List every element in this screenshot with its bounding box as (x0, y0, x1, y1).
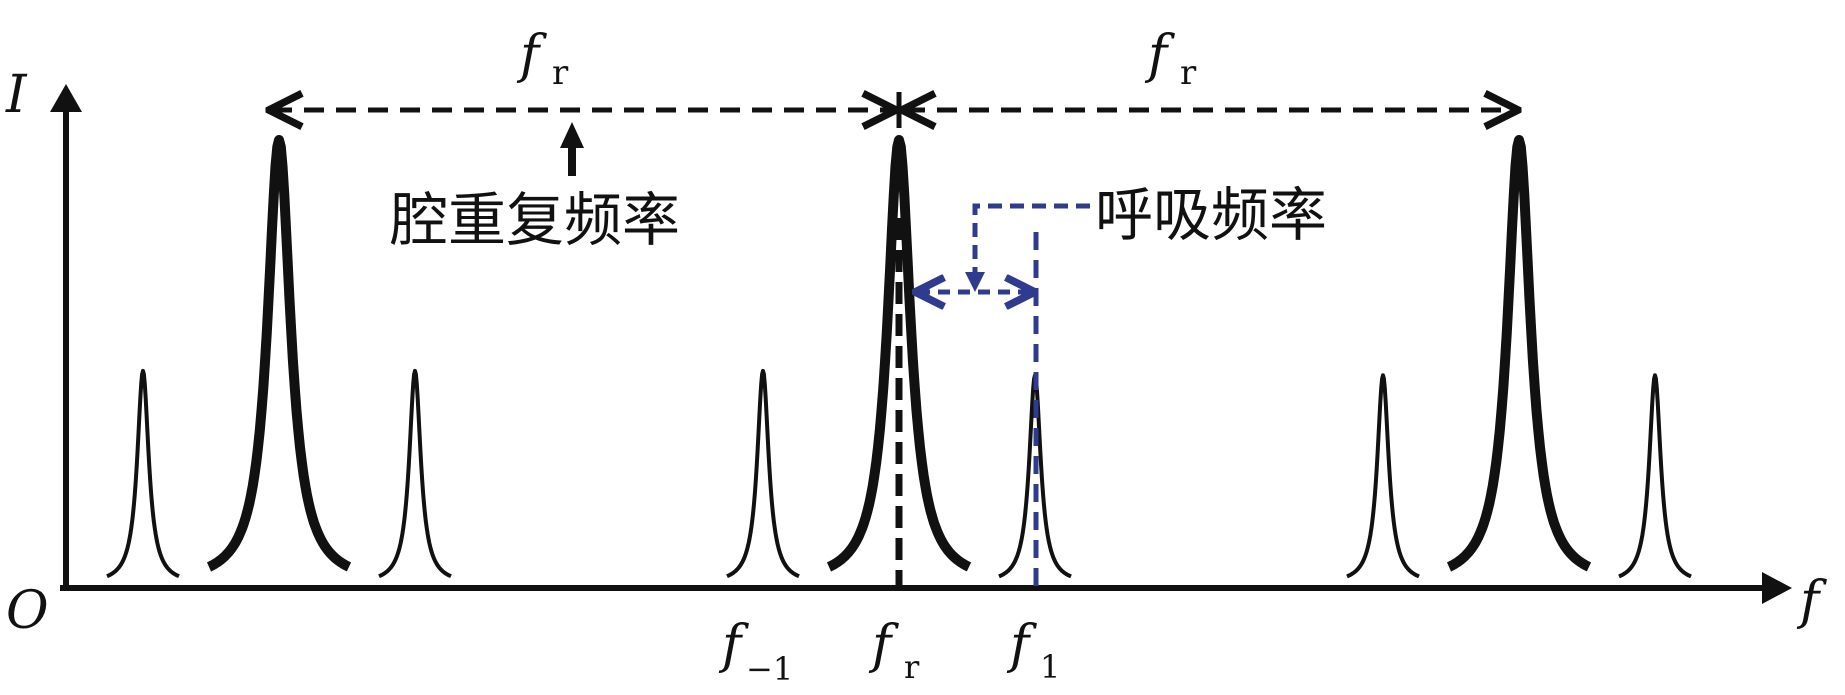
sideband-peak-left-2 (1345, 373, 1421, 579)
repetition-span-arrows: f r f r (272, 25, 1515, 128)
cavity-repetition-annotation: 腔重复频率 (390, 122, 680, 254)
main-peak-0 (205, 135, 353, 572)
tick-f-1-sub: 1 (1040, 648, 1060, 686)
axes: I f O (5, 65, 1827, 641)
y-axis-symbol: I (5, 65, 28, 125)
breathing-frequency-label: 呼吸频率 (1095, 181, 1327, 249)
right-span-label-base: f (1144, 25, 1175, 85)
origin-label: O (6, 581, 49, 641)
sideband-peak-left-1 (725, 368, 801, 579)
tick-f-1-base: f (1006, 615, 1037, 675)
peaks (105, 135, 1693, 579)
tick-labels: f −1 f r f 1 (718, 615, 1060, 688)
breathing-leader-arrowhead (965, 272, 985, 292)
x-axis-arrowhead (1762, 572, 1792, 604)
right-span-label-sub: r (1180, 53, 1197, 93)
sideband-peak-right-0 (377, 368, 453, 579)
tick-f-r-sub: r (904, 648, 920, 686)
breathing-annotation: 呼吸频率 (918, 181, 1327, 588)
cavity-pointer-arrowhead (560, 122, 584, 148)
tick-f-r-base: f (868, 615, 899, 675)
cavity-repetition-label: 腔重复频率 (390, 186, 680, 254)
main-peak-2 (1445, 135, 1593, 572)
x-axis-symbol: f (1796, 571, 1827, 631)
tick-f-minus-1-sub: −1 (746, 650, 793, 688)
breathing-leader (972, 203, 1090, 278)
sideband-peak-left-0 (105, 368, 181, 579)
main-peak-1 (825, 135, 973, 572)
left-span-label-base: f (516, 25, 547, 85)
sideband-peak-right-2 (1617, 373, 1693, 579)
tick-f-minus-1-base: f (718, 615, 749, 675)
y-axis-arrowhead (50, 84, 82, 112)
left-span-label-sub: r (552, 53, 569, 93)
